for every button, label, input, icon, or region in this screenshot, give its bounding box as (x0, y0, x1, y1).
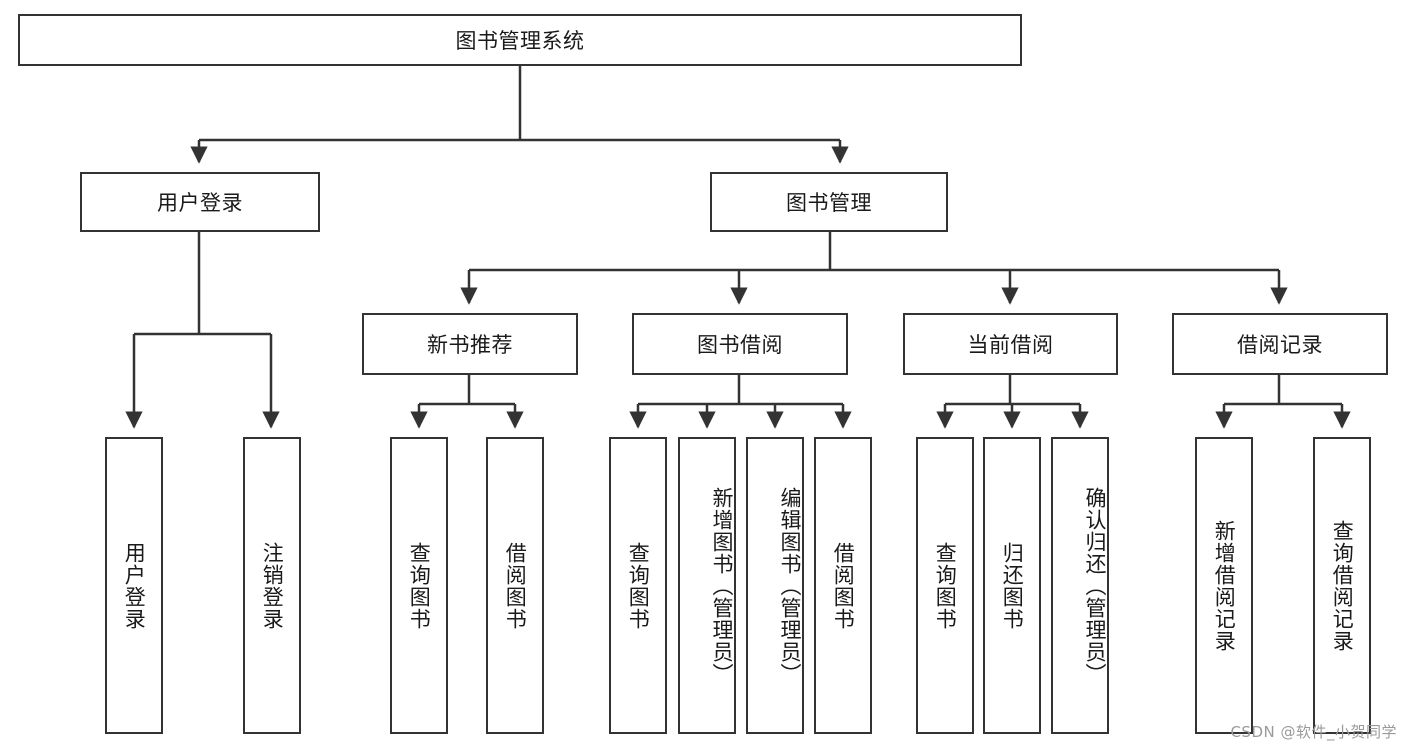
node-current-borrow-label: 当前借阅 (967, 333, 1054, 357)
node-leaf-borrow-book-1[interactable]: 借阅图书 (486, 437, 544, 734)
node-leaf-query-book-2-label: 查询图书 (626, 541, 651, 630)
node-book-borrow-label: 图书借阅 (697, 333, 783, 357)
node-leaf-user-login[interactable]: 用户登录 (105, 437, 163, 734)
node-book-manage[interactable]: 图书管理 (710, 172, 948, 232)
node-leaf-return-book-label: 归还图书 (1000, 541, 1025, 630)
node-leaf-query-book-2[interactable]: 查询图书 (609, 437, 667, 734)
node-leaf-add-record[interactable]: 新增借阅记录 (1195, 437, 1253, 734)
node-leaf-query-record-label: 查询借阅记录 (1330, 519, 1355, 652)
node-leaf-logout-login-label: 注销登录 (260, 541, 285, 630)
node-leaf-user-login-label: 用户登录 (122, 541, 147, 630)
node-book-borrow[interactable]: 图书借阅 (632, 313, 848, 375)
node-leaf-add-record-label: 新增借阅记录 (1212, 519, 1237, 652)
node-leaf-query-book-1-label: 查询图书 (407, 541, 432, 630)
node-leaf-borrow-book-1-label: 借阅图书 (503, 541, 528, 630)
node-leaf-query-book-3-label: 查询图书 (933, 541, 958, 630)
node-leaf-logout-login[interactable]: 注销登录 (243, 437, 301, 734)
node-leaf-edit-book-label: 编辑图书（管理员） (778, 486, 802, 685)
node-borrow-record[interactable]: 借阅记录 (1172, 313, 1388, 375)
node-root[interactable]: 图书管理系统 (18, 14, 1022, 66)
node-leaf-return-book[interactable]: 归还图书 (983, 437, 1041, 734)
node-user-login-label: 用户登录 (157, 191, 243, 215)
node-user-login[interactable]: 用户登录 (80, 172, 320, 232)
node-leaf-query-record[interactable]: 查询借阅记录 (1313, 437, 1371, 734)
node-book-manage-label: 图书管理 (786, 191, 872, 215)
node-leaf-query-book-1[interactable]: 查询图书 (390, 437, 448, 734)
node-leaf-borrow-book-2[interactable]: 借阅图书 (814, 437, 872, 734)
node-leaf-borrow-book-2-label: 借阅图书 (831, 541, 856, 630)
node-current-borrow[interactable]: 当前借阅 (903, 313, 1118, 375)
node-root-label: 图书管理系统 (455, 29, 585, 53)
node-leaf-edit-book[interactable]: 编辑图书（管理员） (746, 437, 804, 734)
node-borrow-record-label: 借阅记录 (1237, 333, 1323, 357)
node-leaf-confirm-return[interactable]: 确认归还（管理员） (1051, 437, 1109, 734)
node-leaf-query-book-3[interactable]: 查询图书 (916, 437, 974, 734)
node-leaf-add-book[interactable]: 新增图书（管理员） (678, 437, 736, 734)
csdn-watermark: CSDN @软件_小贺同学 (1230, 723, 1397, 741)
node-new-book-recommend-label: 新书推荐 (427, 333, 513, 357)
node-leaf-confirm-return-label: 确认归还（管理员） (1083, 486, 1107, 685)
node-leaf-add-book-label: 新增图书（管理员） (710, 486, 734, 685)
node-new-book-recommend[interactable]: 新书推荐 (362, 313, 578, 375)
